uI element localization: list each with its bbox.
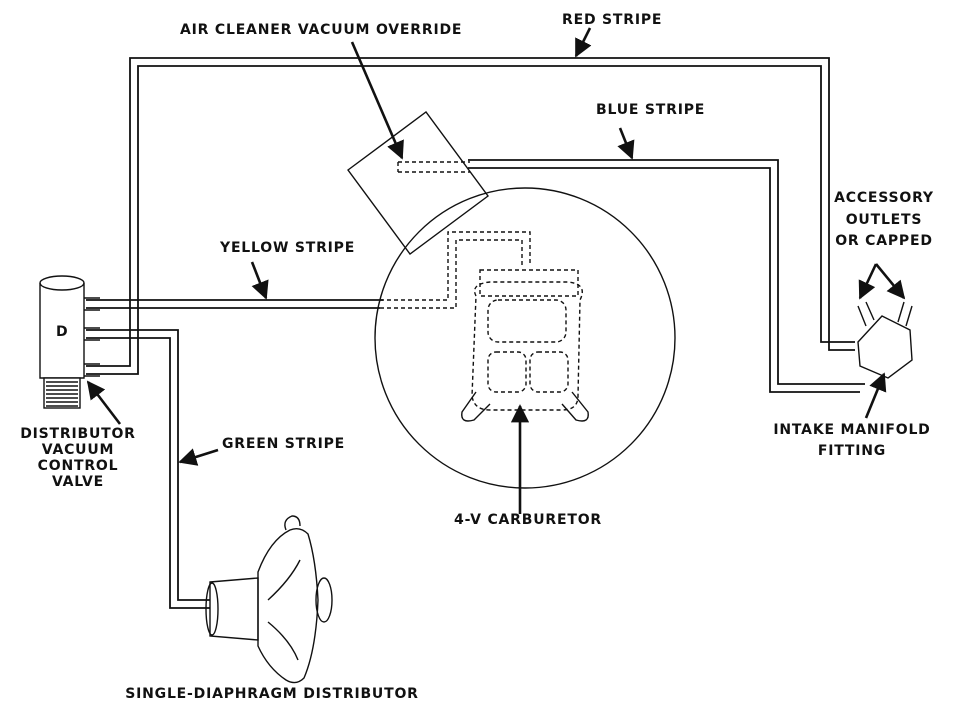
label-distributor-vacuum-control-valve: DISTRIBUTOR VACUUM CONTROL VALVE	[20, 426, 136, 490]
label-intake-line-2: FITTING	[817, 443, 887, 459]
label-blue-stripe: BLUE STRIPE	[596, 102, 706, 118]
label-red-stripe: RED STRIPE	[562, 12, 663, 28]
label-4v-carburetor: 4-V CARBURETOR	[454, 512, 602, 528]
label-accessory-line-3: OR CAPPED	[835, 233, 933, 250]
carburetor-circle	[374, 187, 676, 489]
label-single-diaphragm-distributor: SINGLE-DIAPHRAGM DISTRIBUTOR	[125, 686, 419, 702]
arrow-intake	[864, 372, 887, 419]
blue-stripe-hose	[468, 159, 865, 393]
label-valve-line-2: VACUUM	[41, 442, 115, 459]
yellow-stripe-hose	[86, 299, 383, 309]
label-accessory-line-2: OUTLETS	[845, 211, 923, 228]
single-diaphragm-distributor	[205, 515, 333, 684]
arrow-air-cleaner	[350, 41, 404, 160]
arrow-accessory-right	[874, 263, 906, 300]
air-cleaner-housing	[347, 111, 489, 255]
label-intake-line-1: INTAKE MANIFOLD	[773, 422, 931, 438]
arrow-yellow-stripe	[250, 261, 269, 300]
label-accessory-line-1: ACCESSORY	[834, 190, 934, 206]
label-valve-line-3: CONTROL	[37, 458, 119, 475]
red-stripe-hose	[86, 57, 855, 375]
label-green-stripe: GREEN STRIPE	[222, 436, 346, 452]
leader-arrows	[86, 27, 906, 514]
arrow-blue-stripe	[617, 127, 635, 160]
label-valve-line-1: DISTRIBUTOR	[20, 426, 136, 442]
label-valve-line-4: VALVE	[51, 474, 105, 491]
intake-manifold-fitting	[857, 301, 913, 379]
green-stripe-hose	[86, 329, 210, 609]
label-intake-manifold-fitting: INTAKE MANIFOLD FITTING	[773, 420, 930, 462]
arrow-green-stripe	[178, 448, 219, 466]
arrow-distributor-valve	[86, 380, 122, 425]
distributor-vacuum-control-valve	[39, 275, 100, 409]
label-valve-letter: D	[56, 324, 69, 340]
label-yellow-stripe: YELLOW STRIPE	[220, 240, 356, 256]
arrow-accessory-left	[858, 263, 878, 300]
label-accessory-outlets: ACCESSORY OUTLETS OR CAPPED	[834, 188, 934, 253]
label-air-cleaner-vacuum-override: AIR CLEANER VACUUM OVERRIDE	[180, 22, 463, 38]
arrow-red-stripe	[574, 27, 592, 58]
